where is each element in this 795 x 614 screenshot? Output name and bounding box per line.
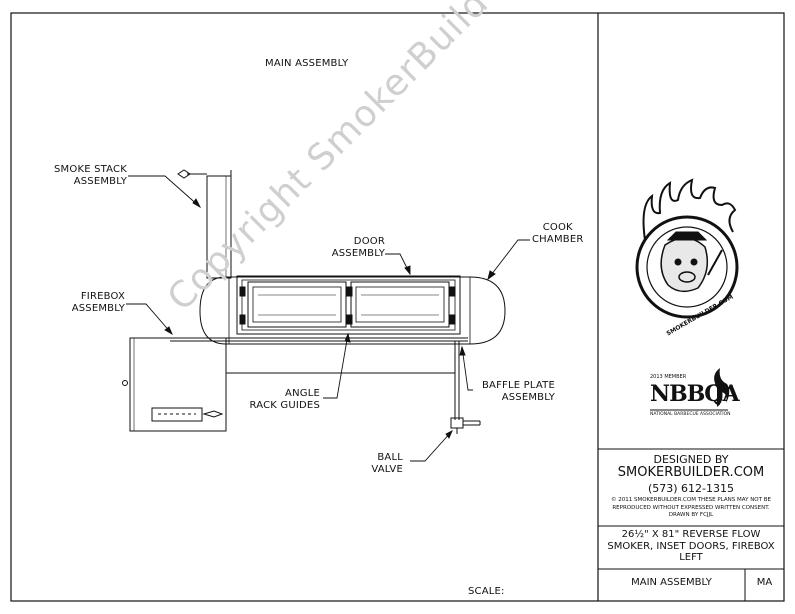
callout-smoke-stack: SMOKE STACK ASSEMBLY — [54, 164, 127, 187]
callout-firebox-assembly: FIREBOX ASSEMBLY — [71, 291, 125, 314]
callout-door-assembly: DOOR ASSEMBLY — [331, 236, 385, 259]
smoke-stack — [206, 175, 232, 279]
sheet-border — [10, 12, 785, 602]
callout-cook-chamber: COOK CHAMBER — [532, 222, 584, 245]
damper-handle-icon — [177, 169, 191, 179]
callout-angle-rack-guides: ANGLE RACK GUIDES — [249, 388, 320, 411]
callout-baffle-plate: BAFFLE PLATE ASSEMBLY — [482, 380, 555, 403]
nbbqa-full-name: NATIONAL BARBECUE ASSOCIATION — [650, 412, 731, 417]
smokerbuilder-logo — [635, 178, 739, 319]
phone-number: (573) 612-1315 — [647, 482, 735, 495]
door-frame — [236, 275, 461, 335]
drawing-title: MAIN ASSEMBLY — [265, 58, 349, 69]
scale-label: SCALE: — [468, 586, 505, 597]
company-name: SMOKERBUILDER.COM — [617, 465, 765, 480]
nbbqa-year: 2013 MEMBER — [650, 374, 687, 380]
drawing-description: 26½" X 81" REVERSE FLOW SMOKER, INSET DO… — [607, 529, 775, 563]
nbbqa-letters: NBBQA — [650, 381, 740, 407]
sheet-name: MAIN ASSEMBLY — [631, 577, 712, 588]
ball-valve — [450, 417, 464, 429]
sheet-code: MA — [756, 577, 773, 588]
door-right — [350, 281, 450, 328]
smoker-drawing — [122, 169, 506, 434]
nbbqa-logo — [650, 368, 730, 411]
firebox — [129, 337, 227, 432]
callout-leaders — [126, 175, 530, 462]
firebox-vent — [151, 407, 203, 422]
designed-by: DESIGNED BY — [653, 453, 729, 466]
copyright-notice: © 2011 SMOKERBUILDER.COM THESE PLANS MAY… — [611, 497, 771, 518]
callout-ball-valve: BALL VALVE — [371, 452, 403, 475]
door-left — [247, 281, 347, 328]
title-block-grid — [598, 448, 784, 601]
